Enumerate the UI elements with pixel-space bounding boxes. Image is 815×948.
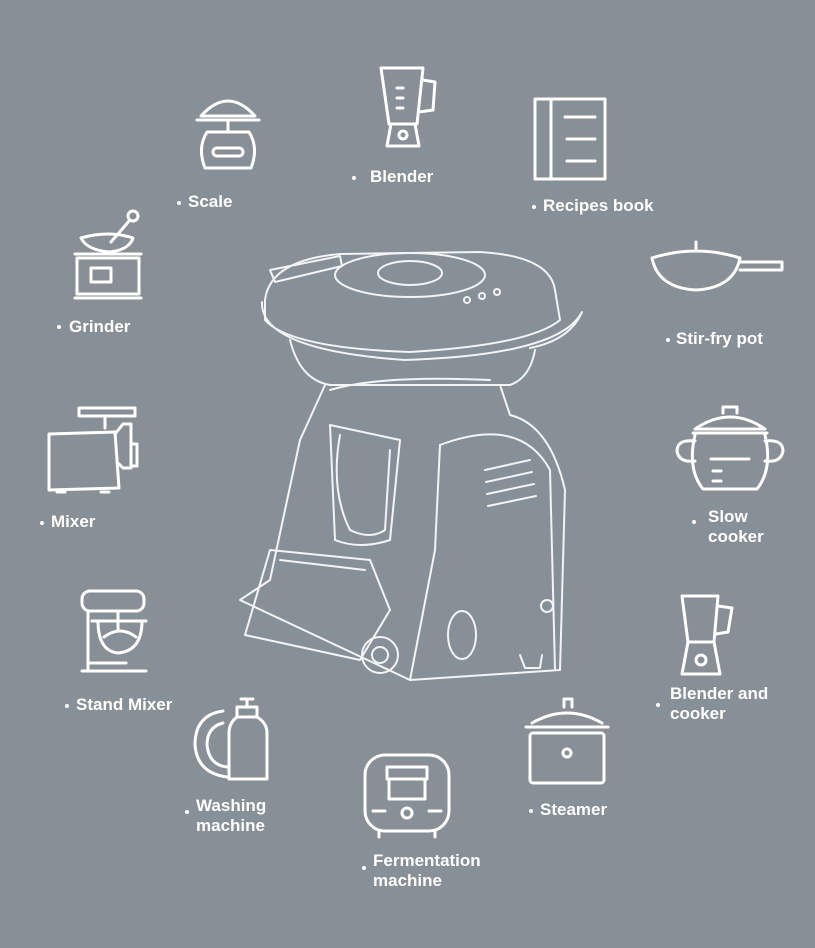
bullet-dot [532, 205, 536, 209]
bullet-dot [362, 866, 366, 870]
bullet-dot [656, 703, 660, 707]
dish-washing-icon [193, 697, 269, 781]
label-recipes-book: Recipes book [543, 196, 654, 215]
recipe-book-icon [533, 97, 607, 181]
thermomix-machine-icon [239, 251, 583, 681]
bullet-dot [177, 201, 181, 205]
bullet-dot [185, 810, 189, 814]
bullet-dot [40, 521, 44, 525]
stand-mixer-icon [80, 589, 148, 673]
label-scale: Scale [188, 192, 233, 211]
wok-pan-icon [650, 240, 784, 292]
bullet-dot [352, 176, 356, 180]
meat-mincer-icon [47, 406, 139, 494]
steamer-pot-icon [524, 697, 610, 785]
blender-jug-icon [379, 66, 437, 148]
label-slow-cooker: Slow cooker [708, 507, 764, 546]
label-steamer: Steamer [540, 800, 608, 819]
bullet-dot [666, 338, 670, 342]
bullet-dot [65, 704, 69, 708]
label-stir-fry-pot: Stir-fry pot [676, 329, 763, 348]
label-grinder: Grinder [69, 317, 131, 336]
coffee-grinder-icon [73, 209, 143, 300]
label-washing-machine: Washing machine [196, 796, 267, 835]
label-blender-and-cooker: Blender and cooker [670, 684, 769, 723]
bullet-dot [692, 520, 696, 524]
blender-cooker-icon [680, 594, 734, 676]
bullet-dot [57, 325, 61, 329]
slow-cooker-pot-icon [675, 405, 785, 491]
label-mixer: Mixer [51, 512, 96, 531]
bullet-dot [529, 809, 533, 813]
label-fermentation-machine: Fermentation machine [373, 851, 481, 890]
kitchen-scale-icon [195, 99, 261, 170]
fermentation-machine-icon [363, 753, 451, 839]
label-blender: Blender [370, 167, 434, 186]
label-stand-mixer: Stand Mixer [76, 695, 173, 714]
